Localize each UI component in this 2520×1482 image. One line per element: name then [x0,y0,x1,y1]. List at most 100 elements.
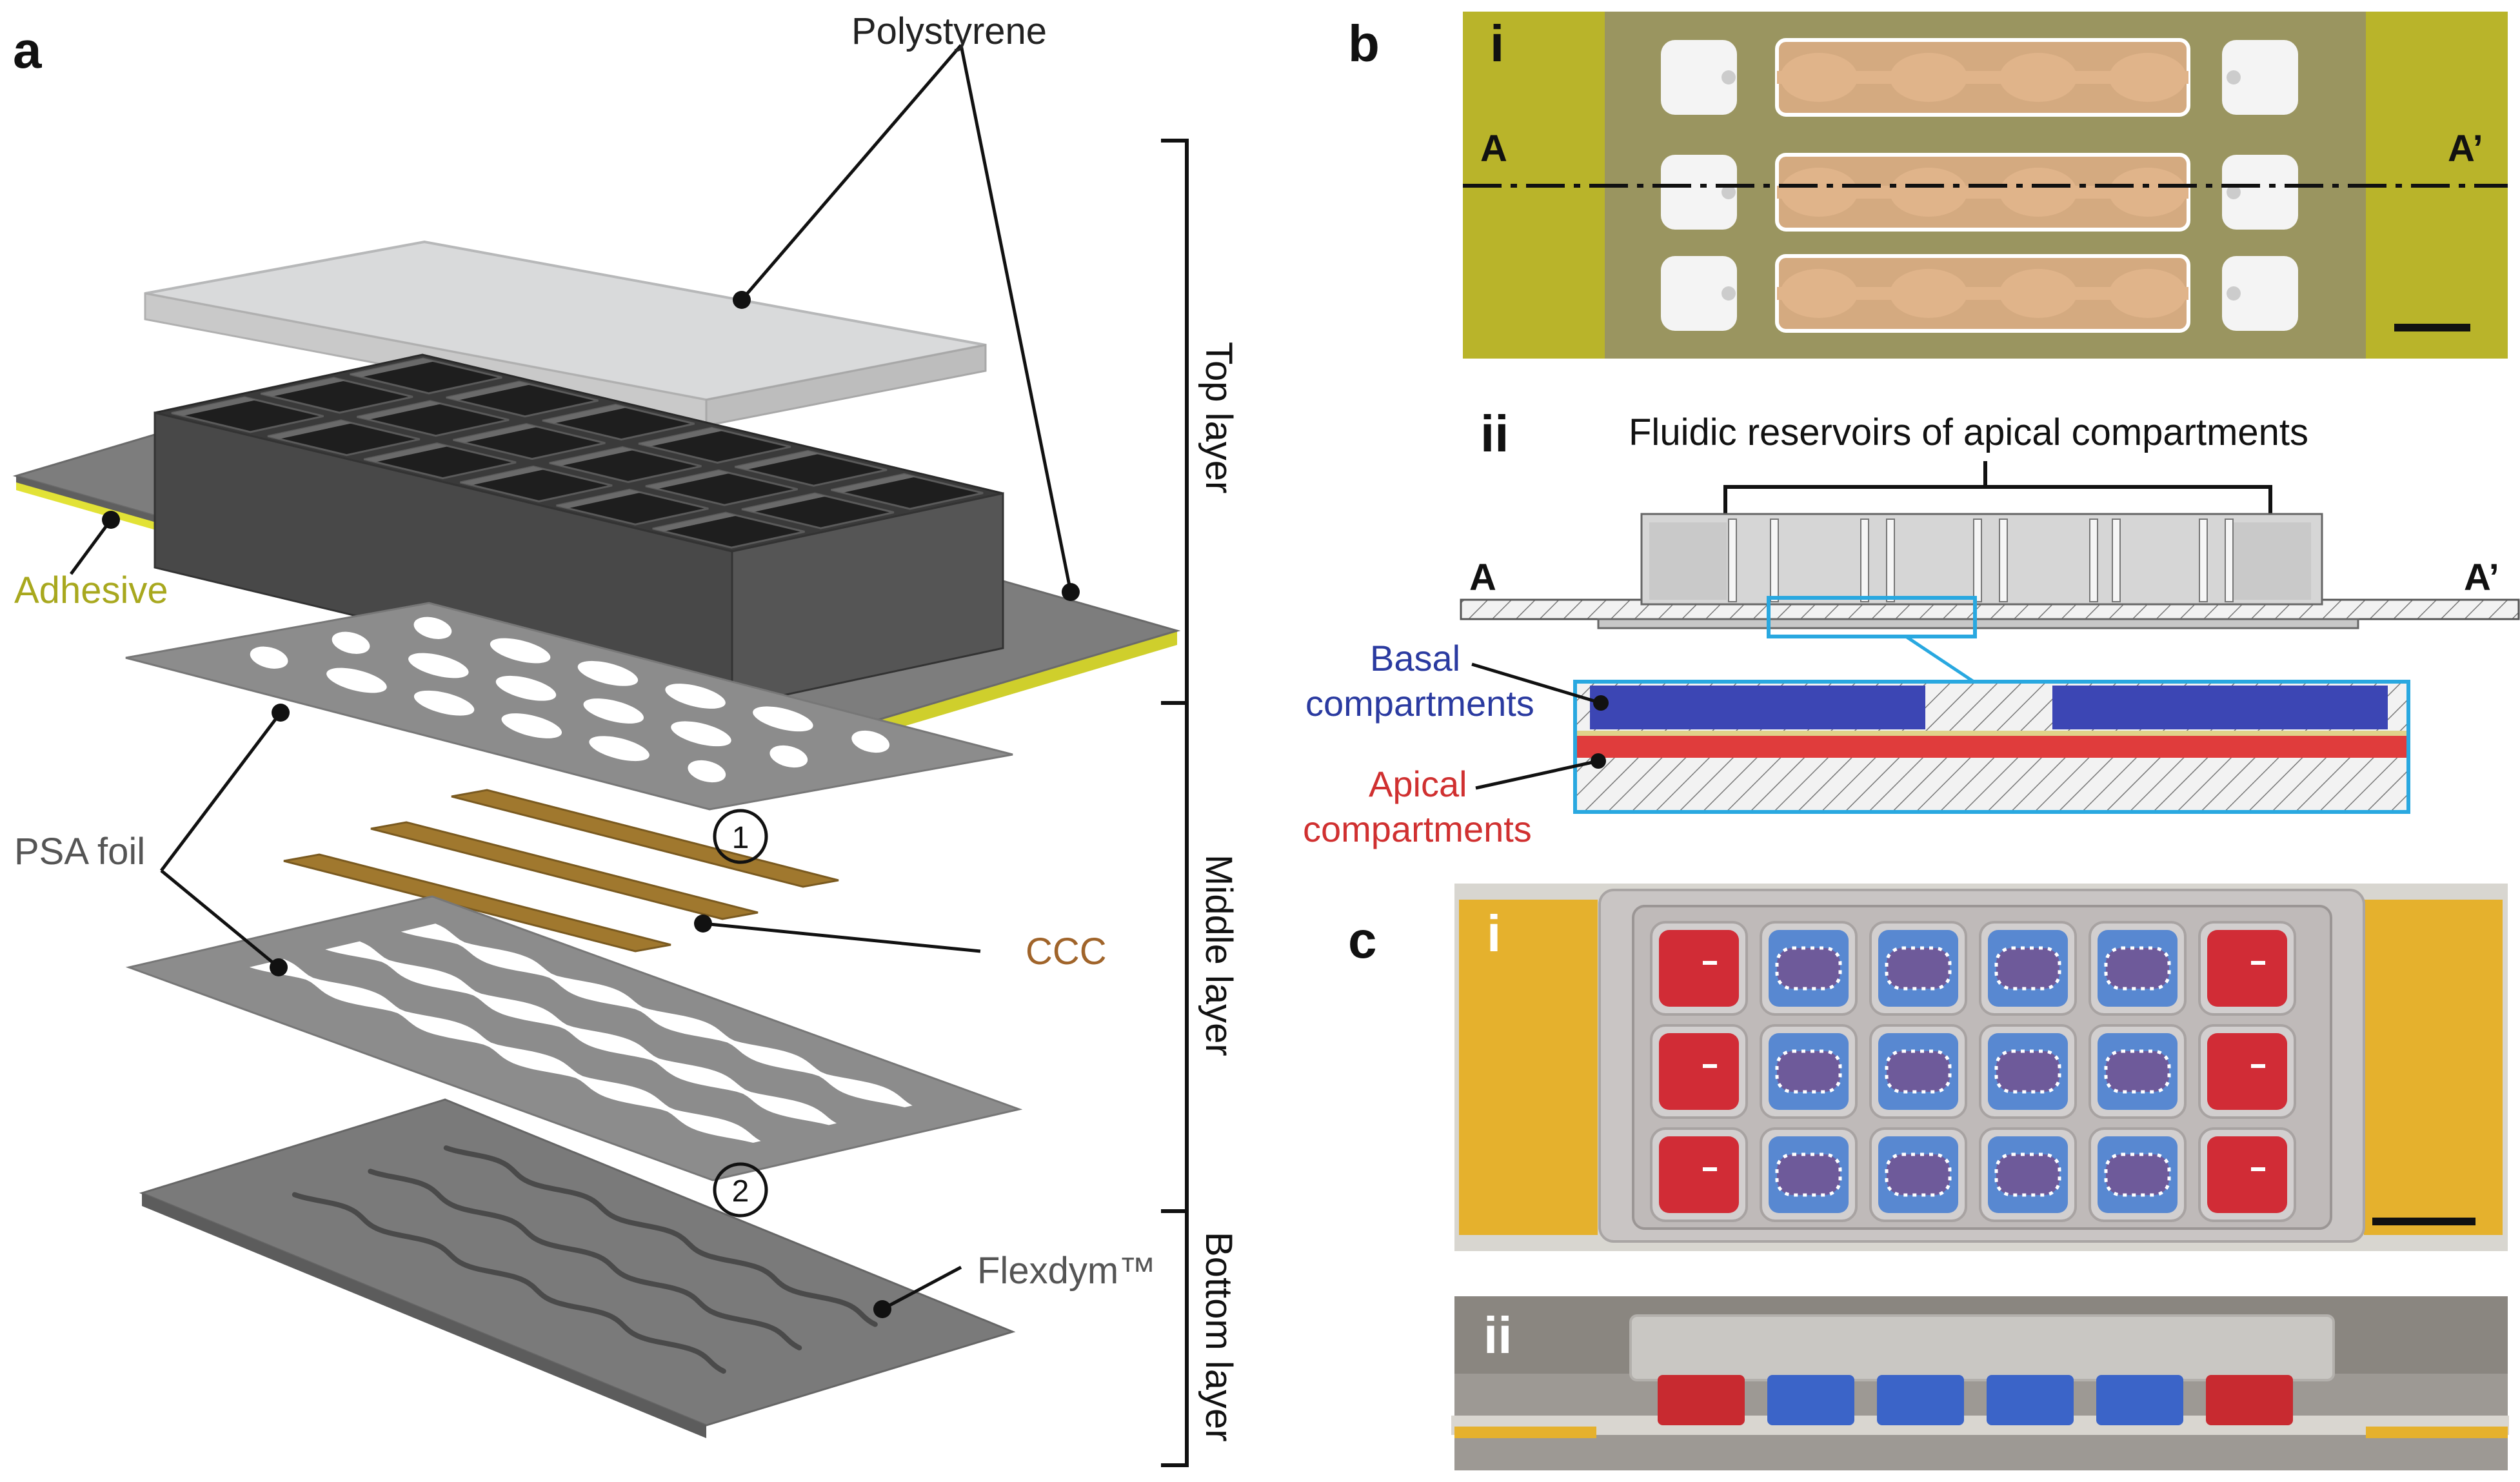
well-wall [735,451,820,470]
reservoir-left [1661,155,1737,230]
apical-label-line1: Apical [1369,764,1467,804]
svg-text:2: 2 [732,1174,749,1209]
culture-area [2104,1152,2171,1197]
foil-hole [326,667,387,693]
apical-label-line2: compartments [1303,809,1532,849]
apical-reservoir-well [1659,930,1739,1007]
side-blue-well [2096,1375,2183,1425]
scale-bar-c-i [2372,1218,2475,1225]
culture-area [1885,1152,1952,1197]
section-label-a-prime-top: A’ [2448,128,2483,170]
panel-label-c: c [1348,911,1377,969]
apical-reservoir-well [1659,1033,1739,1110]
reservoir-left [1661,256,1737,331]
apical-reservoir-well [2207,930,2287,1007]
culture-area [1994,1152,2061,1197]
subpanel-label-b-ii: ii [1480,405,1509,462]
layer-brackets [1161,139,1189,1467]
well-wall [1728,519,1737,602]
foil-2-channels [249,924,913,1143]
foil-hole [577,660,639,686]
ccc-strip-1 [451,789,839,888]
label-adhesive: Adhesive [14,569,168,611]
well-grid [171,357,984,549]
reservoir-port [2227,286,2241,301]
reservoir-port [2227,185,2241,199]
label-psa-foil: PSA foil [14,831,145,873]
reservoir-left [1661,40,1737,115]
panel-c: c i ii [1348,884,2509,1470]
section-label-a-prime-bottom: A’ [2464,557,2499,598]
well-wall [350,358,435,377]
zoom-source-box [1767,596,1977,638]
cross-section-walls [1649,519,2311,602]
photo-side-wells [1658,1375,2293,1425]
flexdym-base [139,1098,1016,1438]
psa-foil-2 [125,895,1023,1181]
foil-channel [401,924,913,1107]
well-wall [742,493,827,512]
panel-a-exploded-view: a [12,10,1240,1467]
well-wall [549,447,634,466]
marker-2: 2 [713,1162,768,1218]
channel-line [1777,71,2188,84]
well-highlight [1703,961,1717,965]
foil-hole [501,713,562,738]
reservoir-section [1649,522,1727,600]
psa-foil-1 [125,602,1013,811]
culture-area [1885,1049,1952,1094]
basal-compartment-right [2052,686,2388,729]
well-highlight [2251,1167,2265,1171]
flexdym-channel [368,1169,802,1350]
foil-hole [250,646,288,669]
well-wall [1999,519,2008,602]
photo-well-grid [1650,921,2296,1222]
flexdym-channel [292,1192,726,1374]
label-bottom-layer: Bottom layer [1198,1232,1240,1442]
flexdym-channels [292,1145,878,1374]
foil-hole [490,638,551,664]
well-wall [357,400,442,420]
reservoir-right [2222,155,2298,230]
chip-top-channels [1661,38,2298,333]
photo-side-view: ii [1451,1296,2509,1470]
culture-area [2104,946,2171,991]
label-middle-layer: Middle layer [1198,855,1240,1056]
subpanel-label-c-i: i [1487,905,1501,962]
section-label-a-top: A [1480,128,1507,170]
side-red-well [2206,1375,2293,1425]
basal-label-line1: Basal [1370,638,1460,678]
apical-compartment [1575,736,2408,758]
panel-label-b: b [1348,15,1380,72]
zoom-box [1573,680,2410,814]
reservoir-right [2222,256,2298,331]
reservoir-port [2227,70,2241,84]
photo-top-view: i [1454,884,2508,1251]
well-wall [1860,519,1869,602]
foil-hole [753,706,813,732]
svg-text:1: 1 [732,821,749,855]
flexdym-channel [443,1145,878,1327]
well-wall [652,513,737,531]
foil-hole [583,698,644,724]
side-blue-well [1767,1375,1854,1425]
chip-top-view: A A’ i [1463,12,2508,359]
culture-area [1994,946,2061,991]
culture-area [1885,946,1952,991]
well-wall [556,489,641,509]
well-wall [1973,519,1982,602]
section-label-a-bottom: A [1469,557,1496,598]
well-highlight [1703,1064,1717,1068]
well-highlight [2251,961,2265,965]
zoom-detail [1573,680,2410,814]
basal-label-line2: compartments [1305,683,1534,724]
reservoir-port [1721,286,1736,301]
well-wall [2199,519,2208,602]
foil-hole [408,653,469,678]
well-highlight [1703,1167,1717,1171]
reservoir-port [1721,70,1736,84]
foil-channel [325,941,837,1125]
well-wall [364,443,449,462]
channel-line [1777,186,2188,199]
well-highlight [2251,1064,2265,1068]
